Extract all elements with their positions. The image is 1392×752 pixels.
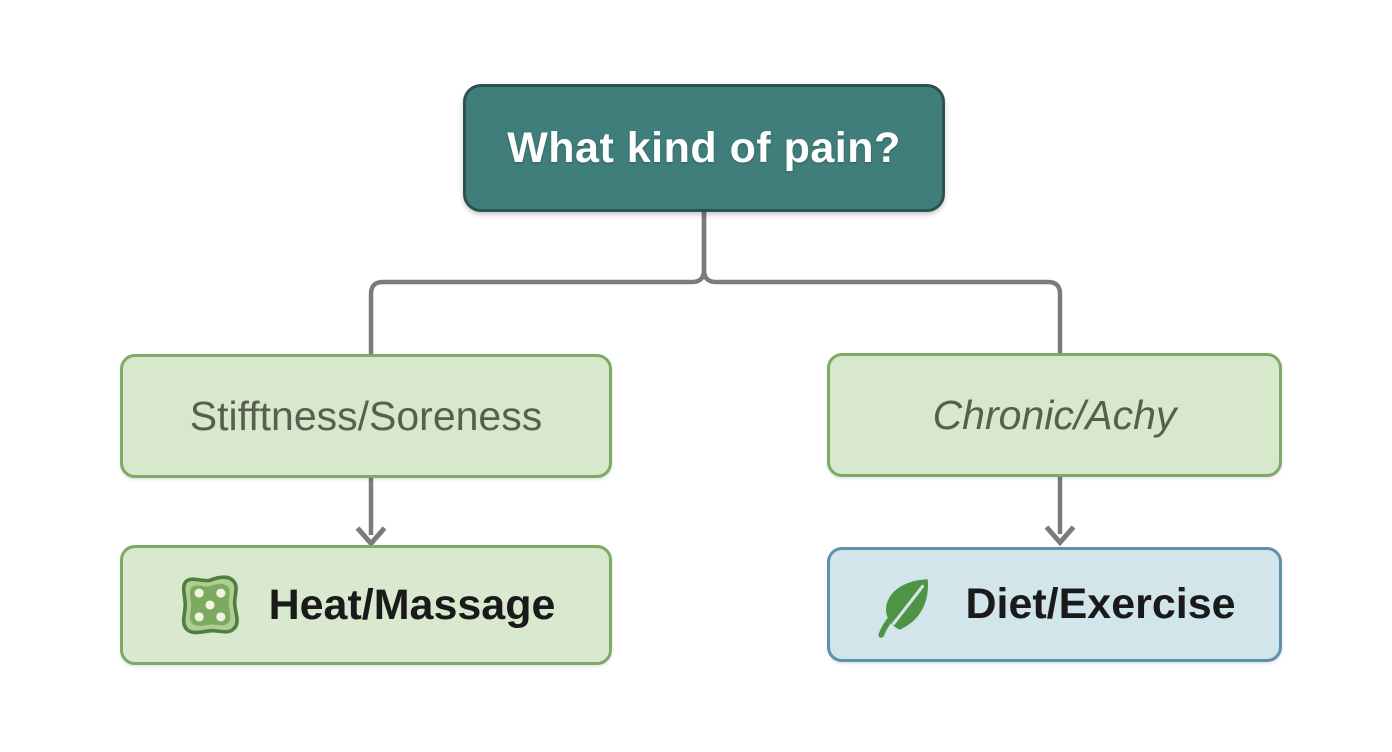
branch-node-label-right: Chronic/Achy <box>932 391 1177 438</box>
arrow-right-branch-to-outcome <box>1044 477 1076 547</box>
branch-node-stiffness-soreness: Stifftness/Soreness <box>120 354 612 478</box>
outcome-node-label-left: Heat/Massage <box>268 580 556 629</box>
outcome-node-diet-exercise: Diet/Exercise <box>827 547 1282 662</box>
outcome-node-heat-massage: Heat/Massage <box>120 545 612 665</box>
connector-root-to-right-branch <box>701 212 1063 353</box>
outcome-node-label-right: Diet/Exercise <box>965 580 1236 628</box>
branch-node-label-left: Stifftness/Soreness <box>189 392 543 439</box>
connector-root-to-left-branch <box>368 212 707 354</box>
root-node-what-kind-of-pain: What kind of pain? <box>463 84 945 212</box>
arrow-left-branch-to-outcome <box>355 478 387 548</box>
leaf-icon <box>873 572 939 638</box>
massage-pad-icon <box>177 572 243 638</box>
root-node-label: What kind of pain? <box>507 123 901 172</box>
branch-node-chronic-achy: Chronic/Achy <box>827 353 1282 477</box>
